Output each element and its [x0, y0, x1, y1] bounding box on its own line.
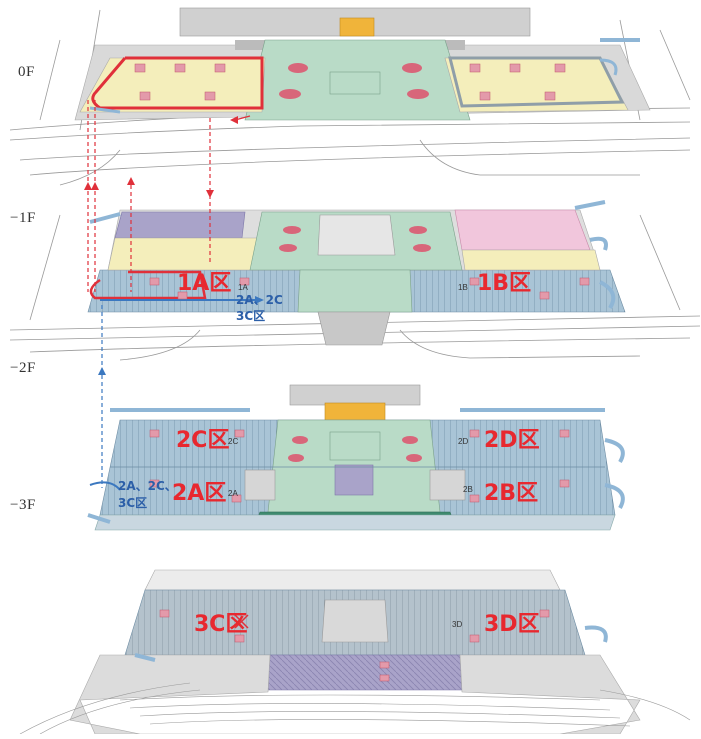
route-label-minus-1f-line2: 3C区 [236, 309, 266, 323]
floor-0f [9, 7, 691, 186]
zone-tag-1a: 1A [238, 283, 248, 292]
zone-tag-2a: 2A [228, 489, 238, 498]
zone-tag-1b: 1B [458, 283, 468, 292]
zone-label-2a: 2A区 [172, 481, 227, 506]
floor-label-minus-1f: −1F [10, 210, 36, 226]
connector-arrows [84, 177, 214, 198]
zone-label-1a: 1A区 [177, 271, 232, 296]
zone-label-3d: 3D区 [484, 612, 540, 637]
zone-label-3c: 3C区 [194, 612, 248, 637]
zone-label-1b: 1B区 [477, 271, 532, 296]
route-label-minus-3f-line2: 3C区 [118, 496, 148, 510]
floor-minus-2f [87, 384, 625, 531]
zone-tag-2b: 2B [463, 485, 473, 494]
zone-tag-2d: 2D [458, 437, 469, 446]
zone-label-2d: 2D区 [484, 428, 540, 453]
floor-minus-3f [19, 569, 691, 735]
zone-tag-3d: 3D [452, 620, 463, 629]
zone-tag-2c: 2C [228, 437, 239, 446]
route-label-minus-1f-line1: 2A、2C [236, 293, 283, 307]
floor-minus-1f [9, 200, 701, 361]
floor-label-0f: 0F [18, 64, 35, 80]
floor-label-minus-2f: −2F [10, 360, 36, 376]
floor-label-minus-3f: −3F [10, 497, 36, 513]
zone-label-2b: 2B区 [484, 481, 539, 506]
route-label-minus-3f-line1: 2A、2C、 [118, 479, 177, 493]
zone-label-2c: 2C区 [176, 428, 230, 453]
